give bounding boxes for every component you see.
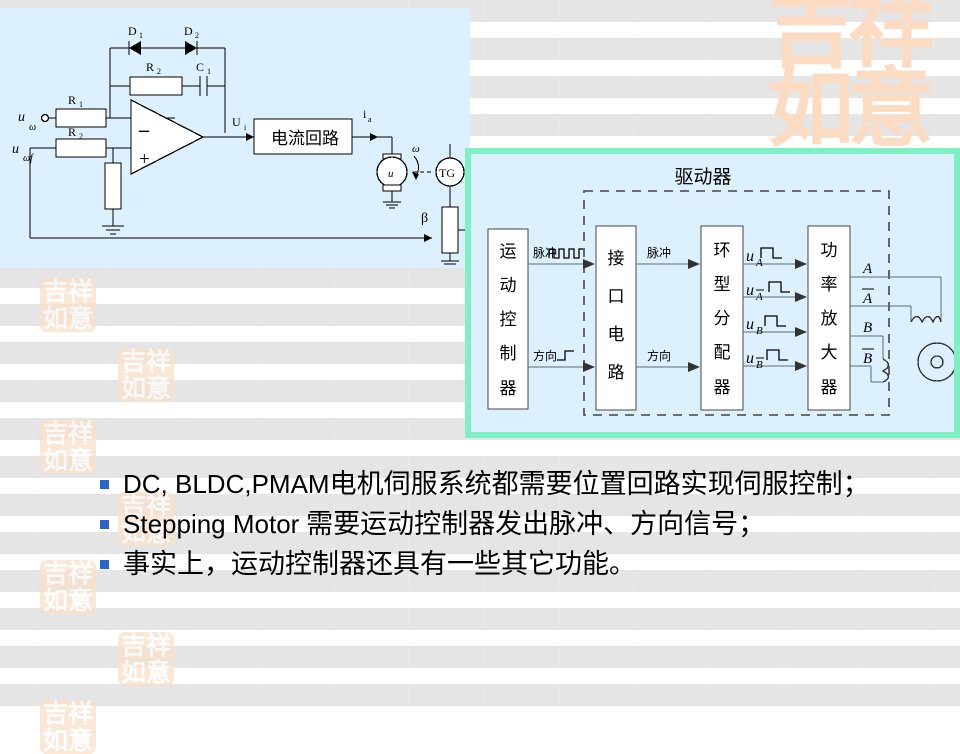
bullet-text-1: Stepping Motor 需要运动控制器发出脉冲、方向信号； (123, 506, 765, 542)
svg-text:器: 器 (821, 378, 838, 397)
svg-text:器: 器 (714, 378, 731, 397)
bullet-cjk-0: 电机伺服系统都需要位置回路实现伺服控制； (329, 469, 870, 499)
signal-direction-in: 方向 (533, 348, 557, 363)
signal-ub-bar: u (746, 350, 754, 367)
svg-text:B: B (756, 325, 763, 337)
svg-text:2: 2 (195, 31, 199, 40)
block-label-power-amplifier: 功 (821, 241, 838, 260)
svg-text:分: 分 (714, 309, 731, 328)
label-ia: i (363, 107, 367, 121)
terminal-a-bar: A (862, 291, 873, 307)
svg-text:配: 配 (714, 343, 731, 362)
watermark-seal: 吉祥如意 (118, 348, 174, 402)
svg-text:器: 器 (500, 379, 517, 398)
signal-pulse-in: 脉冲 (533, 245, 557, 260)
svg-text:2: 2 (79, 132, 83, 141)
svg-text:电: 电 (608, 325, 625, 344)
list-item[interactable]: DC, BLDC,PMAM电机伺服系统都需要位置回路实现伺服控制； (100, 466, 940, 502)
label-opamp-plus: + (139, 149, 150, 170)
watermark-seal: 吉祥如意 (40, 560, 96, 614)
stepper-drive-panel: 驱动器 (465, 148, 960, 438)
list-item[interactable]: Stepping Motor 需要运动控制器发出脉冲、方向信号； (100, 506, 940, 542)
svg-text:口: 口 (608, 287, 625, 306)
svg-text:放: 放 (821, 309, 838, 328)
label-r2-fb: R (146, 60, 154, 74)
label-ui: U (232, 115, 241, 129)
label-u-omega: u (18, 110, 25, 125)
svg-text:ω: ω (29, 122, 36, 133)
svg-text:2: 2 (157, 67, 161, 76)
label-tg: TG (439, 166, 455, 180)
svg-text:A: A (755, 291, 763, 303)
svg-text:A: A (755, 257, 763, 269)
svg-text:路: 路 (608, 363, 625, 382)
label-r2-in: R (68, 125, 76, 139)
svg-text:型: 型 (714, 275, 731, 294)
block-label-motion-controller: 运 (500, 242, 517, 261)
signal-ua: u (746, 248, 754, 265)
svg-text:制: 制 (500, 344, 517, 363)
watermark-large-seal: 吉祥如意 (768, 0, 934, 160)
label-d2: D (184, 24, 193, 38)
driver-dashed-enclosure (583, 190, 890, 416)
watermark-seal: 吉祥如意 (40, 420, 96, 474)
bullet-cjk-1: 需要运动控制器发出脉冲、方向信号； (299, 509, 766, 539)
label-d1: D (128, 24, 137, 38)
label-r1: R (68, 93, 76, 107)
svg-text:a: a (368, 115, 372, 124)
terminal-b: B (863, 320, 872, 336)
terminal-a: A (862, 261, 873, 277)
watermark-seal: 吉祥如意 (118, 632, 174, 686)
svg-text:率: 率 (821, 275, 838, 294)
svg-text:1: 1 (139, 31, 143, 40)
svg-text:1: 1 (207, 67, 211, 76)
bullet-cjk-2: 事实上，运动控制器还具有一些其它功能。 (123, 549, 636, 579)
watermark-seal: 吉祥如意 (40, 700, 96, 754)
svg-text:1: 1 (79, 100, 83, 109)
svg-text:ωf: ωf (23, 153, 34, 164)
svg-text:控: 控 (500, 310, 517, 329)
label-current-loop: 电流回路 (271, 129, 339, 148)
signal-direction-mid: 方向 (647, 348, 671, 363)
label-u-omega-f: u (12, 142, 19, 157)
bullet-latin-1: Stepping Motor (123, 509, 300, 539)
svg-text:B: B (756, 359, 763, 371)
label-omega: ω (412, 143, 420, 155)
bullet-latin-0: DC, BLDC,PMAM (123, 469, 330, 499)
label-motor: u (388, 168, 394, 180)
bullet-marker-icon (100, 480, 109, 489)
bullet-marker-icon (100, 560, 109, 569)
terminal-b-bar: B (863, 351, 872, 367)
watermark-seal: 吉祥如意 (40, 278, 96, 332)
bullet-text-0: DC, BLDC,PMAM电机伺服系统都需要位置回路实现伺服控制； (123, 466, 870, 502)
svg-text:大: 大 (821, 343, 838, 362)
driver-title: 驱动器 (674, 166, 731, 188)
label-opamp-minus: – (138, 119, 150, 141)
label-c1: C (196, 60, 204, 74)
signal-ua-bar: u (746, 282, 754, 299)
block-label-ring-distributor: 环 (714, 241, 731, 260)
bullet-marker-icon (100, 520, 109, 529)
list-item[interactable]: 事实上，运动控制器还具有一些其它功能。 (100, 546, 940, 582)
bullet-text-2: 事实上，运动控制器还具有一些其它功能。 (123, 546, 636, 582)
block-label-interface-circuit: 接 (608, 249, 625, 268)
signal-pulse-mid: 脉冲 (647, 245, 671, 260)
svg-text:动: 动 (500, 276, 517, 295)
bullet-list: DC, BLDC,PMAM电机伺服系统都需要位置回路实现伺服控制； Steppi… (100, 466, 940, 586)
label-beta: β (421, 211, 428, 226)
svg-text:i: i (244, 123, 247, 132)
signal-ub: u (746, 316, 754, 333)
